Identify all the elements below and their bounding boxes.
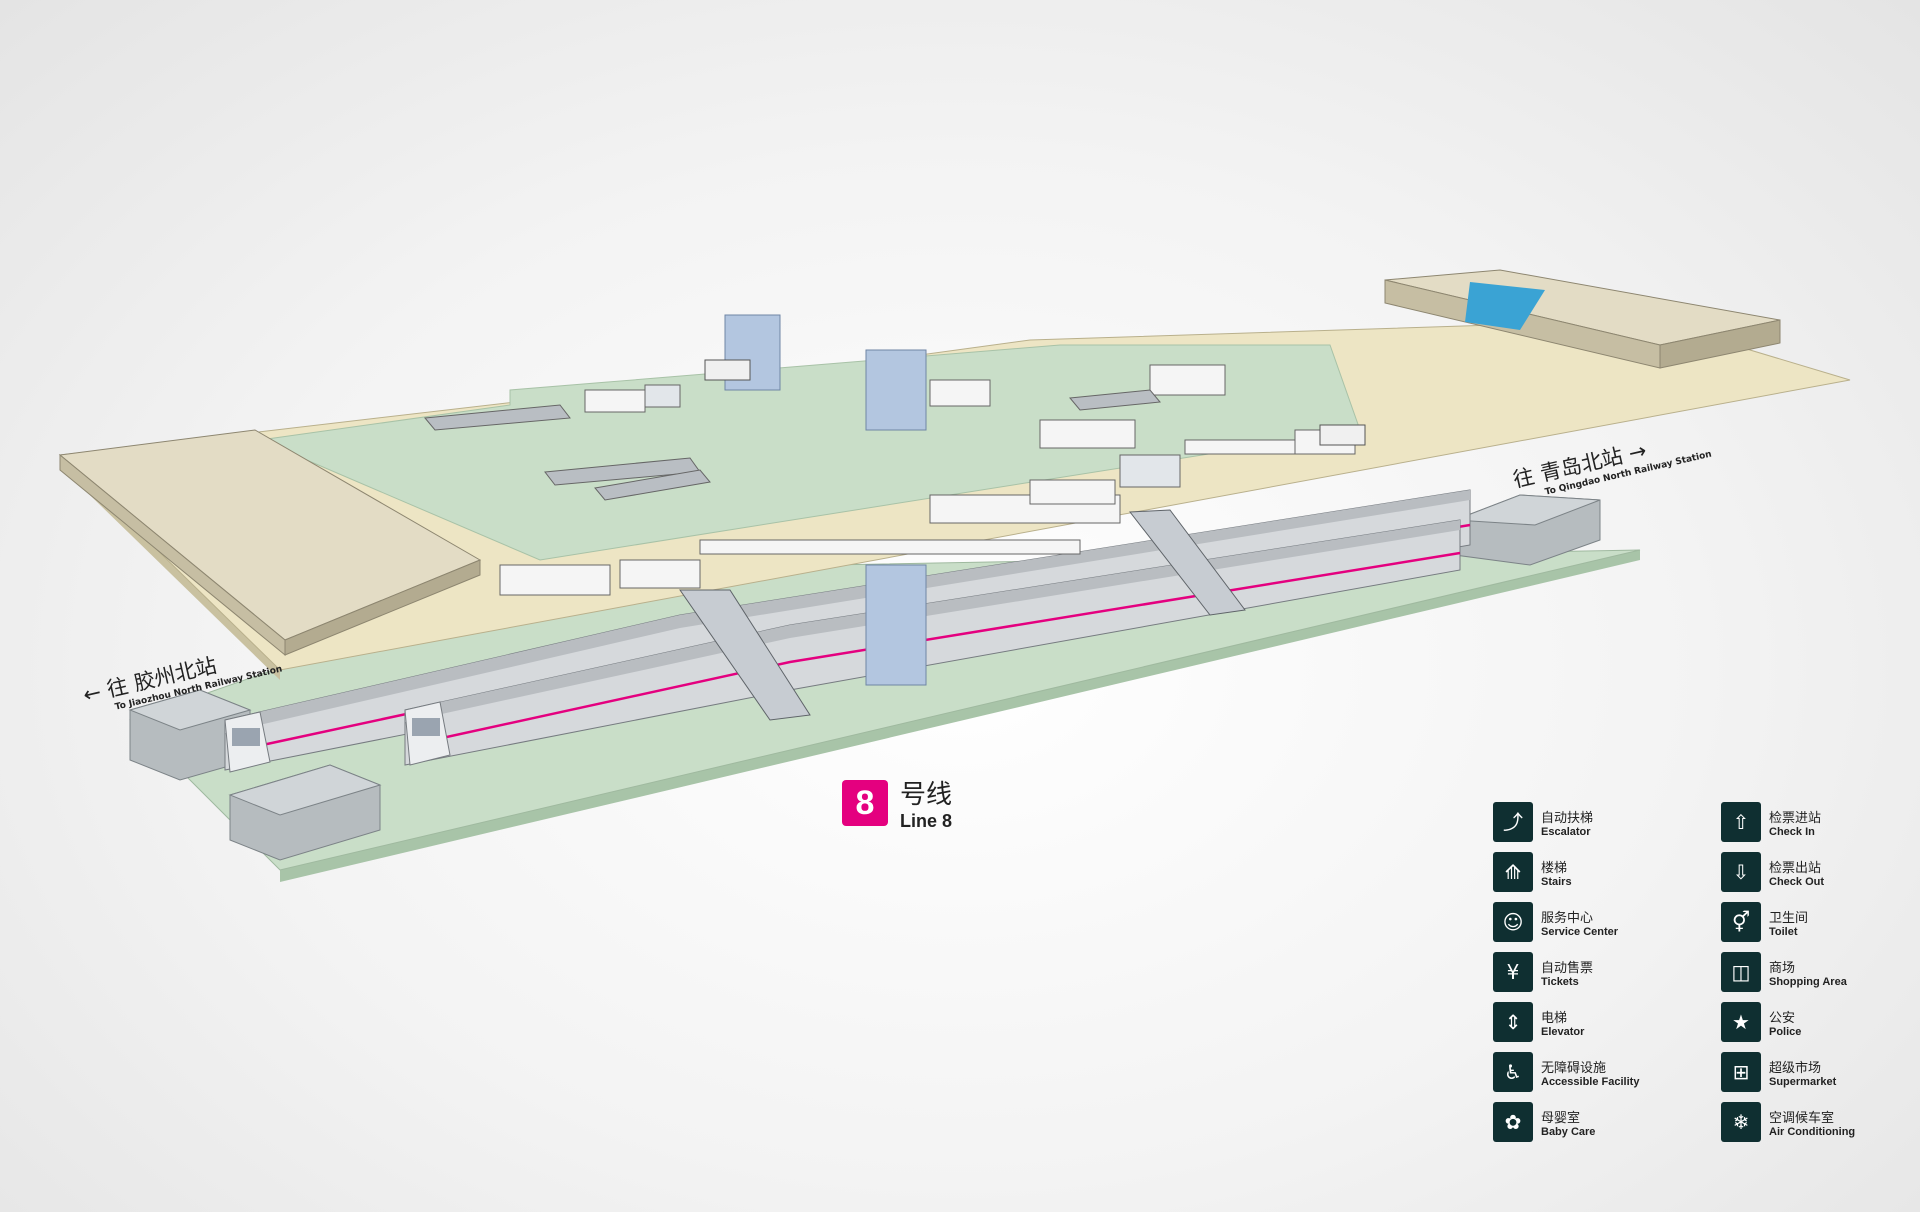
escalator-to-platform-1 bbox=[679, 589, 811, 721]
legend-label-en: Supermarket bbox=[1769, 1075, 1837, 1088]
legend-label-en: Air Conditioning bbox=[1769, 1125, 1856, 1138]
supermarket-icon: ⊞ bbox=[1721, 1052, 1761, 1092]
air-conditioning-icon: ❄ bbox=[1721, 1102, 1761, 1142]
west-building bbox=[58, 429, 482, 657]
legend-label-en: Police bbox=[1769, 1025, 1802, 1038]
legend-label-zh: 母婴室 bbox=[1541, 1110, 1581, 1126]
line-name-en: Line 8 bbox=[900, 811, 953, 831]
gate-line-south bbox=[499, 479, 1121, 596]
accessible-icon: ♿ bbox=[1493, 1052, 1533, 1092]
concourse-escalators bbox=[424, 389, 1161, 501]
legend-label-en: Check In bbox=[1769, 825, 1815, 838]
legend-label-zh: 检票出站 bbox=[1769, 860, 1822, 876]
check-in-icon: ⇧ bbox=[1721, 802, 1761, 842]
baby-care-icon: ✿ bbox=[1493, 1102, 1533, 1142]
legend-label-en: Stairs bbox=[1541, 875, 1572, 888]
legend-label-zh: 无障碍设施 bbox=[1541, 1060, 1607, 1076]
line-number-badge: 8 bbox=[842, 780, 888, 826]
legend-label-en: Service Center bbox=[1541, 925, 1619, 938]
legend-label-zh: 卫生间 bbox=[1769, 910, 1809, 926]
legend-label-zh: 商场 bbox=[1769, 960, 1796, 976]
legend-label-en: Toilet bbox=[1769, 925, 1798, 938]
police-icon: ★ bbox=[1721, 1002, 1761, 1042]
legend-label-zh: 电梯 bbox=[1541, 1010, 1568, 1026]
check-out-icon: ⇩ bbox=[1721, 852, 1761, 892]
line-label: 8 号线 Line 8 bbox=[842, 774, 952, 832]
legend-label-en: Elevator bbox=[1541, 1025, 1585, 1038]
service-counter bbox=[644, 384, 1181, 488]
legend-label-zh: 自动售票 bbox=[1541, 960, 1594, 976]
legend-label-zh: 超级市场 bbox=[1769, 1060, 1822, 1076]
legend-label-en: Check Out bbox=[1769, 875, 1825, 888]
line-name-zh: 号线 bbox=[900, 780, 953, 810]
legend-label-zh: 检票进站 bbox=[1769, 810, 1822, 826]
legend-label-zh: 楼梯 bbox=[1541, 860, 1568, 876]
elevator-icon: ⇕ bbox=[1493, 1002, 1533, 1042]
stairs-icon: ⟰ bbox=[1493, 852, 1533, 892]
legend-label-en: Accessible Facility bbox=[1541, 1075, 1640, 1088]
platform-level-slab-side bbox=[280, 550, 1640, 882]
shopping-icon: ◫ bbox=[1721, 952, 1761, 992]
legend-label-en: Baby Care bbox=[1541, 1125, 1596, 1138]
elevator-shaft-central bbox=[865, 349, 927, 686]
legend-label-zh: 公安 bbox=[1769, 1010, 1796, 1026]
service-center-icon: ☺ bbox=[1493, 902, 1533, 942]
toilet-icon: ⚥ bbox=[1721, 902, 1761, 942]
legend-label-en: Shopping Area bbox=[1769, 975, 1847, 988]
legend-label-en: Tickets bbox=[1541, 975, 1579, 988]
legend-label-zh: 自动扶梯 bbox=[1541, 810, 1594, 826]
legend-label-zh: 服务中心 bbox=[1541, 910, 1594, 926]
arrow-right-icon: → bbox=[1626, 438, 1649, 466]
west-end-structure bbox=[128, 689, 382, 861]
east-end-structure bbox=[1454, 494, 1601, 566]
legend-label-en: Escalator bbox=[1541, 825, 1591, 838]
escalator-to-platform-2 bbox=[1129, 509, 1246, 616]
ticket-machines bbox=[704, 359, 1366, 446]
legend-label-zh: 空调候车室 bbox=[1769, 1110, 1835, 1126]
tickets-icon: ¥ bbox=[1493, 952, 1533, 992]
escalator-icon: ⤴ bbox=[1493, 802, 1533, 842]
east-building bbox=[1384, 269, 1781, 369]
